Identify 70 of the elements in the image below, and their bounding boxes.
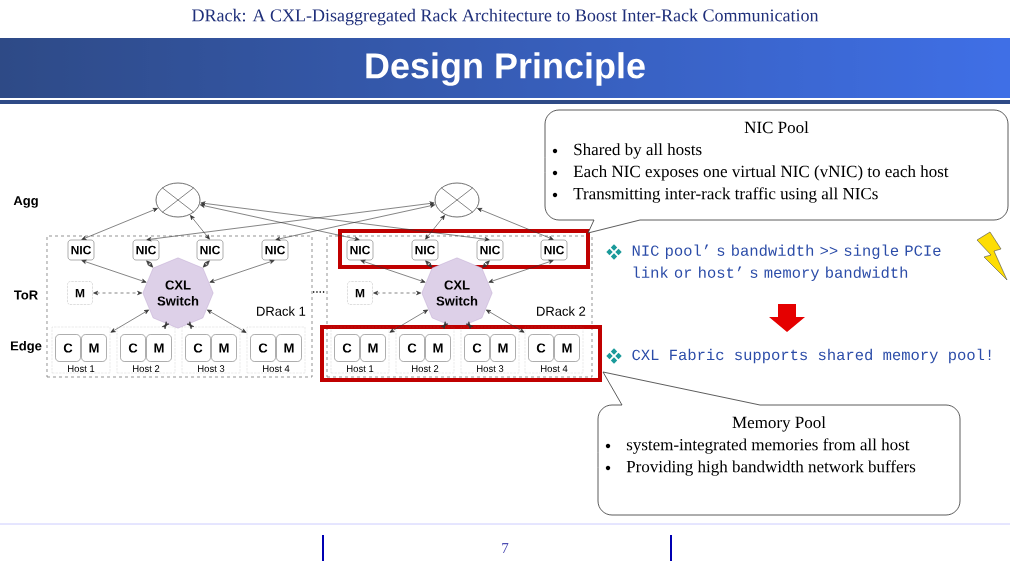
arrow: [360, 259, 426, 283]
unit-box: M: [360, 334, 386, 362]
cxl-switch-octagon: CXL Switch: [142, 257, 214, 329]
layer-label: Agg: [13, 196, 38, 208]
title-banner: Design Principle: [0, 52, 1010, 104]
arrow: [81, 259, 147, 283]
unit-box: M: [554, 334, 580, 362]
unit-box: M: [425, 334, 451, 362]
nic-box: NIC: [540, 239, 568, 261]
slide-subtitle: DRack: A CXL-Disaggregated Rack Architecture to Boost Inter-Rack Communication: [192, 8, 819, 26]
arrow: [275, 203, 436, 241]
arrow: [482, 260, 490, 268]
callout-bubble: NIC Pool Shared by all hosts Each NIC exposes one virtual NIC (vNIC) to each host Transmitting inter-rack traffic using all NICs: [544, 109, 1009, 234]
highlight-frame: [320, 325, 602, 382]
nic-box: NIC: [132, 239, 160, 261]
memory-box: M: [347, 281, 373, 305]
unit-box: C: [120, 334, 146, 362]
arrow: [93, 290, 143, 296]
unit-box: C: [399, 334, 425, 362]
arrow: [206, 309, 247, 333]
node-label: Shared by all hosts: [574, 143, 702, 159]
arrow: [485, 309, 525, 333]
nic-box: NIC: [261, 239, 289, 261]
agg-switch-symbol: [434, 182, 480, 218]
arrow: [186, 321, 195, 330]
node-label: Transmitting inter-rack traffic using all NICs: [573, 187, 878, 203]
nic-box: NIC: [476, 239, 504, 261]
node-label: NIC Pool: [744, 121, 809, 134]
unit-box: M: [211, 334, 237, 362]
arrow: [202, 260, 210, 268]
nic-box: NIC: [411, 239, 439, 261]
arrow: [200, 201, 490, 242]
unit-box: M: [146, 334, 172, 362]
arrow: [110, 309, 150, 333]
highlight-frame: [338, 229, 590, 269]
arrow: [425, 215, 445, 240]
callout-bubble: Memory Pool system-integrated memories from all host Providing high bandwidth network buffers: [597, 371, 961, 516]
arrow: [200, 203, 360, 241]
nic-box: NIC: [346, 239, 374, 261]
arrow: [373, 290, 422, 296]
unit-box: C: [55, 334, 81, 362]
unit-box: C: [334, 334, 360, 362]
arrow: [190, 215, 210, 240]
arrow: [209, 259, 275, 283]
unit-box: C: [464, 334, 490, 362]
arrow: [161, 321, 170, 330]
unit-box: M: [276, 334, 302, 362]
page-number: 7: [502, 543, 509, 553]
unit-box: M: [490, 334, 516, 362]
arrow: [146, 260, 154, 268]
arrow: [425, 260, 433, 268]
memory-box: M: [67, 281, 93, 305]
arrow: [488, 259, 554, 283]
agg-switch-symbol: [155, 182, 201, 218]
layer-label: Edge: [10, 340, 42, 354]
unit-box: C: [250, 334, 276, 362]
arrow: [146, 201, 435, 242]
arrow: [389, 309, 429, 333]
layer-label: ToR: [14, 290, 38, 300]
nic-box: NIC: [67, 239, 95, 261]
node-label: Each NIC exposes one virtual NIC (vNIC) to each host: [573, 165, 949, 181]
arrow: [440, 321, 449, 330]
nic-box: NIC: [196, 239, 224, 261]
arrow: [477, 208, 554, 240]
unit-box: C: [528, 334, 554, 362]
unit-box: M: [81, 334, 107, 362]
unit-box: C: [185, 334, 211, 362]
arrow: [81, 208, 158, 240]
cxl-switch-octagon: CXL Switch: [421, 257, 493, 329]
arrow: [465, 321, 474, 330]
